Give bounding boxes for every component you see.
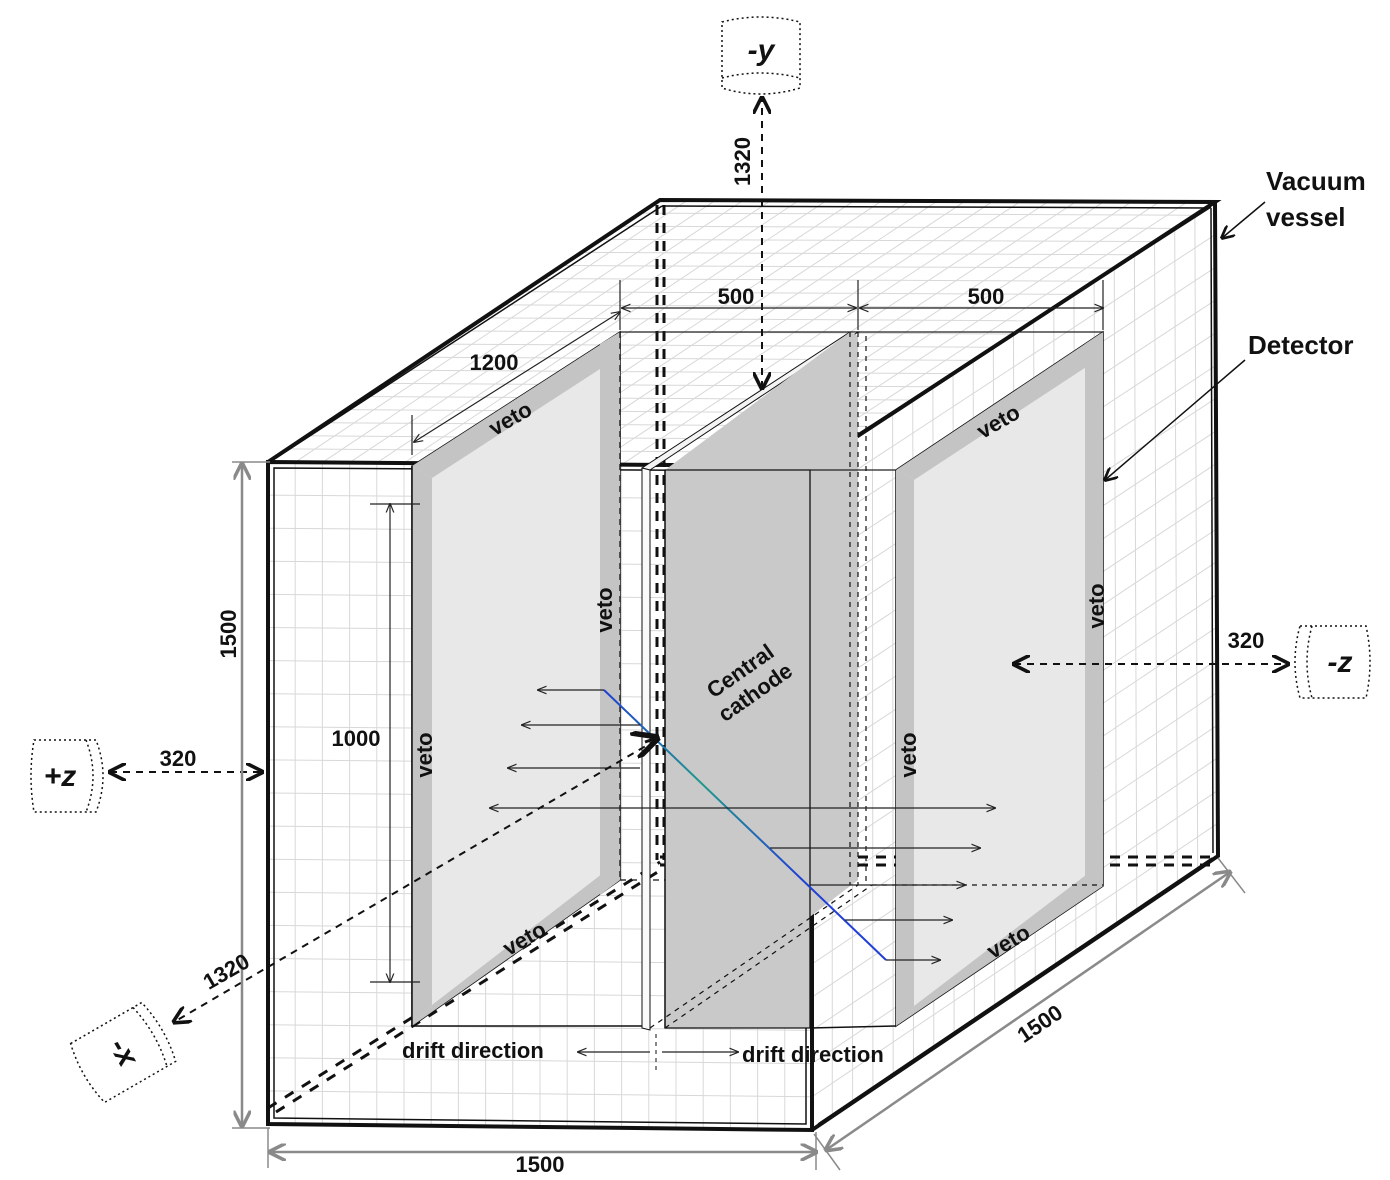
grid-line [1133, 254, 1138, 911]
grid-line [640, 212, 1195, 216]
grid-line [542, 278, 1095, 282]
grid-line [267, 1024, 813, 1031]
dim-detector-height: 1000 [332, 726, 381, 751]
veto-left-right: veto [592, 587, 617, 632]
veto-right-left: veto [896, 732, 921, 777]
grid-line [620, 225, 1175, 229]
grid-line [267, 1057, 813, 1065]
dim-vessel-height: 1500 [216, 610, 241, 659]
drift-direction-right: drift direction [742, 1042, 884, 1067]
grid-line [1174, 228, 1178, 884]
dim-side-clearance-right: 320 [1228, 628, 1265, 653]
grid-line [1194, 215, 1199, 870]
grid-line [522, 291, 1074, 295]
grid-line [594, 200, 994, 465]
axis-neg-z-box: -z [1294, 625, 1371, 699]
detector-base-right [809, 1025, 897, 1029]
axis-neg-y-box: -y [721, 16, 801, 95]
drift-direction-indicator [578, 1034, 738, 1072]
dim-vessel-width: 1500 [516, 1152, 565, 1177]
grid-line [1154, 241, 1158, 898]
dim-detector-width-left: 500 [718, 284, 755, 309]
dim-top-clearance: 1320 [730, 137, 755, 186]
dim-detector-depth: 1200 [470, 350, 519, 375]
dim-vessel-depth: 1500 [1013, 1000, 1068, 1048]
grid-line [601, 238, 1155, 243]
grid-line [267, 1090, 813, 1098]
axis-pos-z-box: +z [30, 739, 104, 813]
grid-line [581, 251, 1135, 256]
axis-label-pos-z: +z [44, 760, 77, 793]
veto-right-right: veto [1084, 583, 1109, 628]
grid-line [1113, 267, 1117, 925]
detector-label: Detector [1248, 330, 1353, 360]
grid-line [561, 265, 1115, 269]
axis-label-neg-z: -z [1328, 646, 1353, 679]
vacuum-vessel-label-line1: Vacuum [1266, 166, 1366, 196]
axis-label-neg-y: -y [748, 34, 776, 67]
dim-detector-width-right: 500 [968, 284, 1005, 309]
dim-front-clearance: 1320 [199, 948, 254, 994]
vacuum-vessel-label-line2: vessel [1266, 202, 1346, 232]
veto-left-left: veto [412, 732, 437, 777]
grid-line [621, 200, 1022, 466]
dim-side-clearance-left: 320 [160, 746, 197, 771]
axis-neg-x-box: -x [69, 1001, 177, 1104]
drift-direction-left: drift direction [402, 1038, 544, 1063]
central-cathode [640, 331, 873, 1031]
dimension-lines [110, 98, 1288, 1171]
